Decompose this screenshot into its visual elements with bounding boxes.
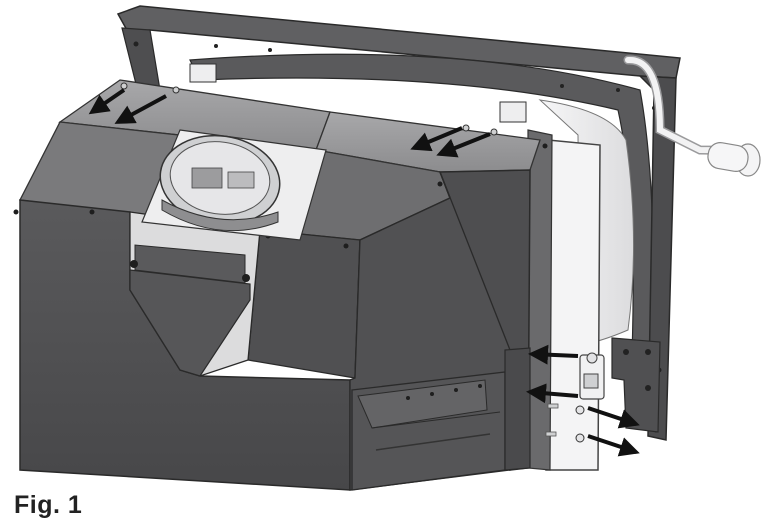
arrow-group-top-right <box>410 126 491 158</box>
stove-body <box>13 63 585 491</box>
arrow <box>114 94 167 124</box>
arrow <box>526 383 579 404</box>
arrow <box>88 88 126 115</box>
arrow <box>528 344 579 365</box>
arrow <box>410 126 463 152</box>
arrow <box>436 132 491 158</box>
arrow-group-top-left <box>88 88 167 124</box>
arrow <box>587 406 640 429</box>
arrow-group-lower-right <box>587 406 640 457</box>
flue-collar <box>141 129 327 241</box>
figure-caption: Fig. 1 <box>14 491 83 519</box>
arrow <box>587 434 640 457</box>
door-handle <box>623 55 761 177</box>
arrow-group-side <box>526 344 579 404</box>
